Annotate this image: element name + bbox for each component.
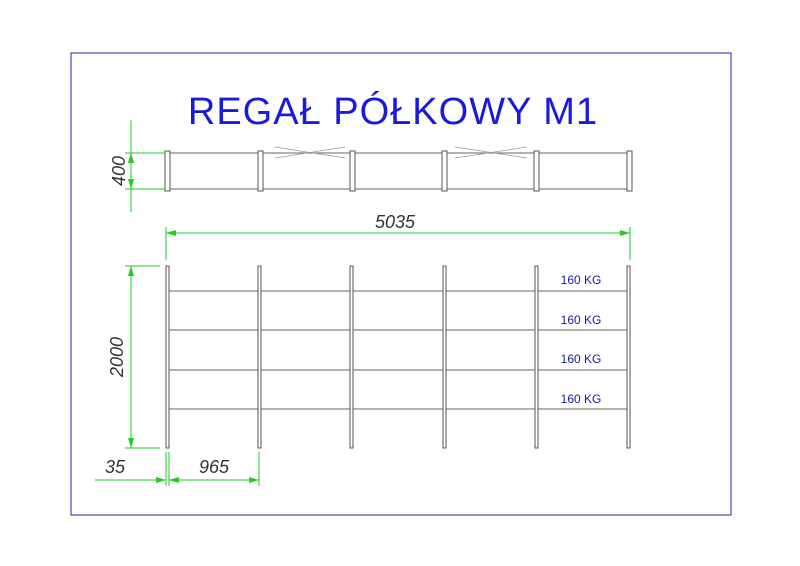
plan-brace xyxy=(274,146,346,159)
shelf-load-label: 160 KG xyxy=(561,392,602,406)
front-view: 160 KG 160 KG 160 KG 160 KG xyxy=(165,265,631,449)
plan-post xyxy=(164,150,171,192)
plan-post xyxy=(257,150,264,192)
plan-post xyxy=(626,150,633,192)
plan-post xyxy=(533,150,540,192)
shelf-load-label: 160 KG xyxy=(561,313,602,327)
upright xyxy=(534,265,539,449)
shelf-load-label: 160 KG xyxy=(561,352,602,366)
height-label: 2000 xyxy=(107,337,127,378)
drawing-title: REGAŁ PÓŁKOWY M1 xyxy=(188,90,598,133)
plan-post xyxy=(441,150,448,192)
plan-post xyxy=(349,150,356,192)
bay-width-label: 965 xyxy=(199,457,230,477)
upright xyxy=(349,265,354,449)
post-width-label: 35 xyxy=(105,457,126,477)
depth-label: 400 xyxy=(109,156,129,186)
plan-view xyxy=(164,146,633,192)
length-label: 5035 xyxy=(375,212,416,232)
bay-width-dimension: 965 xyxy=(168,452,260,486)
upright xyxy=(626,265,631,449)
shelf-load-label: 160 KG xyxy=(561,273,602,287)
drawing-border xyxy=(70,52,732,516)
length-dimension: 5035 xyxy=(165,212,631,260)
depth-dimension: 400 xyxy=(109,120,165,212)
plan-brace xyxy=(454,146,528,159)
upright xyxy=(442,265,447,449)
post-width-dimension: 35 xyxy=(95,452,167,486)
upright xyxy=(165,265,170,449)
upright xyxy=(257,265,262,449)
height-dimension: 2000 xyxy=(107,265,160,449)
